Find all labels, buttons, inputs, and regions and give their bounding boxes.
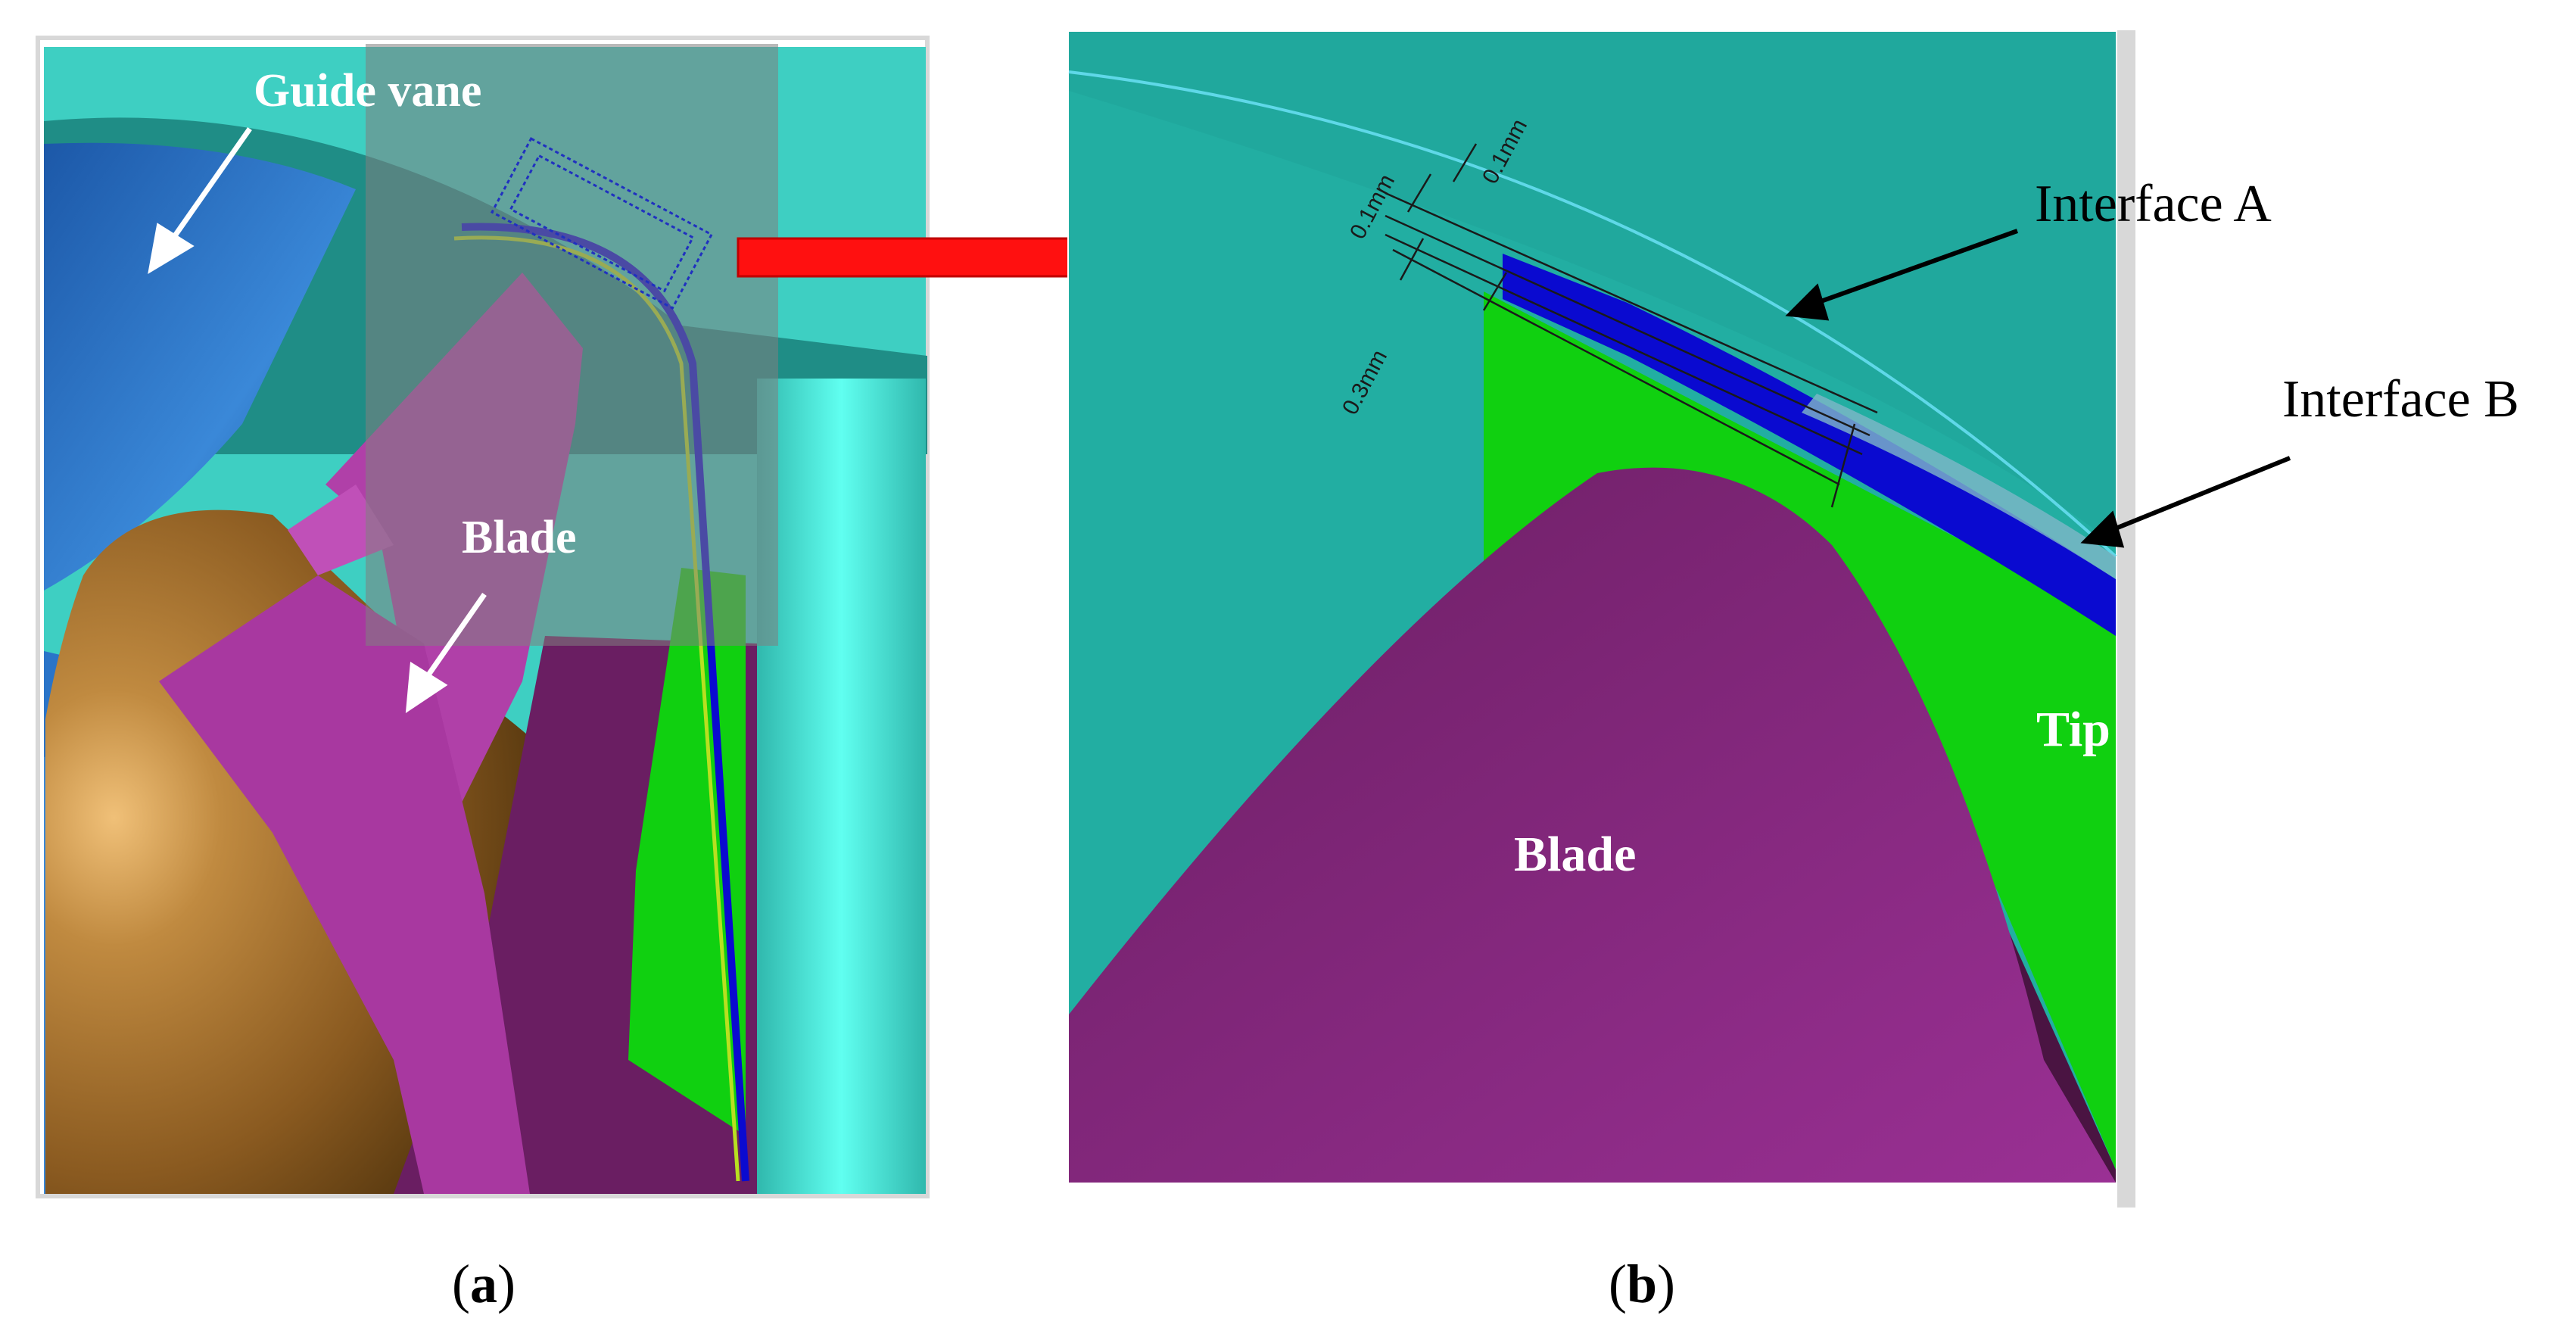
- caption-a: (a): [452, 1254, 516, 1314]
- blade-label-a: Blade: [462, 512, 577, 563]
- caption-b-close: ): [1657, 1254, 1675, 1314]
- panel-a-impeller-view: Guide vane Blade: [36, 36, 930, 1198]
- blade-arrow: [405, 593, 487, 713]
- caption-a-letter: a: [470, 1254, 497, 1314]
- caption-a-open: (: [452, 1254, 470, 1314]
- guide-vane-shape: [44, 142, 356, 591]
- panel-b-tip-clearance-view: 0.1mm 0.1mm 0.3mm Interface A Interface …: [1067, 30, 2519, 1208]
- caption-b-letter: b: [1627, 1254, 1657, 1314]
- dimension-lines: [1385, 143, 1878, 508]
- blade-shadow: [1802, 545, 2116, 1183]
- caption-b-open: (: [1609, 1254, 1627, 1314]
- casing-upper-region: [1069, 32, 2116, 545]
- interface-a-arrow: [1785, 229, 2019, 321]
- interface-a-label: Interface A: [2035, 175, 2272, 233]
- interface-gray-band: [1802, 394, 2116, 579]
- casing-right: [757, 379, 926, 1194]
- guide-vane-label: Guide vane: [254, 65, 481, 117]
- caption-b: (b): [1609, 1254, 1675, 1314]
- guide-vane-arrow: [148, 126, 252, 274]
- caption-a-close: ): [497, 1254, 516, 1314]
- interface-blue-strip: [1503, 254, 2116, 636]
- blade-label-b: Blade: [1514, 827, 1636, 882]
- panel-b-right-border: [2117, 30, 2135, 1208]
- interface-b-label: Interface B: [2282, 370, 2519, 428]
- interface-b-arrow: [2080, 456, 2291, 548]
- blade-purple-shape: [1069, 467, 2116, 1183]
- tip-label: Tip: [2036, 702, 2110, 757]
- shroud-arc: [1068, 70, 2117, 558]
- zoom-highlight-area: [366, 44, 778, 646]
- blade-lower-shape: [159, 575, 530, 1194]
